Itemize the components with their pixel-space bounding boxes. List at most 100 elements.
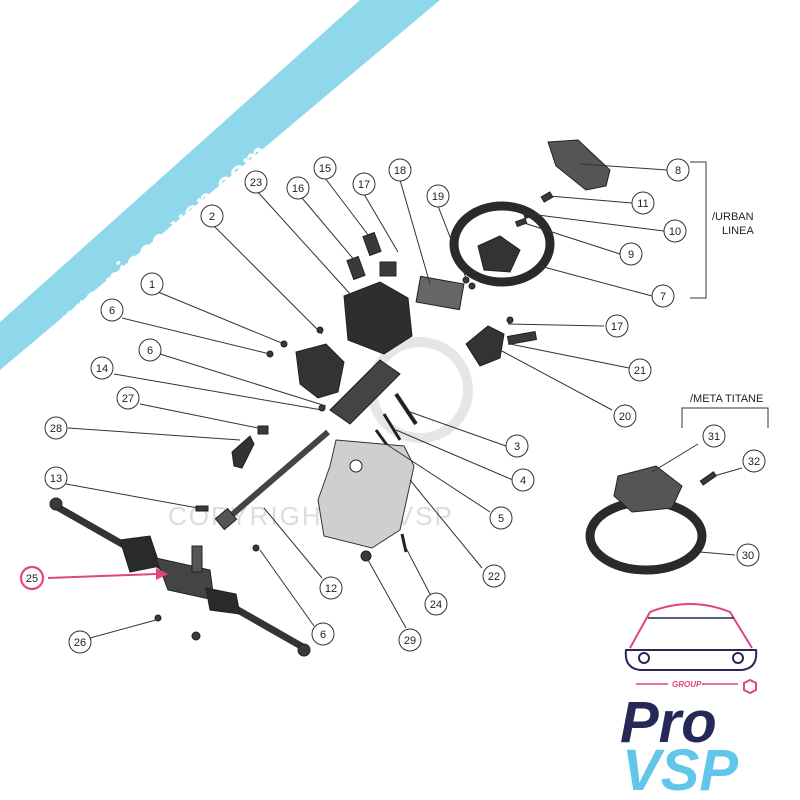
callout-number: 7 <box>660 291 666 303</box>
screw-part <box>699 471 717 486</box>
callout-bubble <box>666 158 690 182</box>
callout-28: 28 <box>44 416 68 440</box>
watermark-text: pro-piece-vsp.com <box>54 137 275 335</box>
screw-part <box>540 191 554 203</box>
callout-number: 17 <box>358 179 370 191</box>
callout-number: 6 <box>109 305 115 317</box>
callout-8: 8 <box>666 158 690 182</box>
bolt-part <box>195 505 209 512</box>
callout-bubble <box>424 592 448 616</box>
leader-lines <box>65 161 769 639</box>
bracket-hole <box>349 459 363 473</box>
leader-6c <box>259 549 315 627</box>
callout-bubble <box>651 284 675 308</box>
ignition-lock-part <box>465 325 505 367</box>
callout-26: 26 <box>68 630 92 654</box>
callout-number: 3 <box>514 441 520 453</box>
group-labels: /URBAN LINEA /META TITANE <box>690 211 763 405</box>
callouts: 8111097151718191623216172161420272834135… <box>19 156 766 654</box>
callout-number: 31 <box>708 431 720 443</box>
bracket-part <box>415 275 465 311</box>
callout-21: 21 <box>628 358 652 382</box>
callout-bubble <box>736 543 760 567</box>
callout-bubble <box>482 564 506 588</box>
callout-number: 6 <box>147 345 153 357</box>
callout-number: 16 <box>292 183 304 195</box>
callout-11: 11 <box>631 191 655 215</box>
callout-bubble <box>628 358 652 382</box>
urban-group-label: /URBAN <box>712 211 754 223</box>
callout-number: 24 <box>430 599 442 611</box>
meta-group-label: /META TITANE <box>690 393 763 405</box>
bolt-part <box>400 533 408 553</box>
callout-18: 18 <box>388 158 412 182</box>
callout-bubble <box>313 156 337 180</box>
callout-22: 22 <box>482 564 506 588</box>
leader-30 <box>699 551 736 556</box>
callout-number: 13 <box>50 473 62 485</box>
leader-23 <box>255 189 353 297</box>
brand-gear-icon <box>743 678 757 695</box>
clip-part <box>257 425 269 435</box>
callout-bubble <box>742 449 766 473</box>
callout-bubble <box>286 176 310 200</box>
bolt-part <box>154 614 162 622</box>
car-outline-icon <box>624 603 758 671</box>
callout-bubble <box>398 628 422 652</box>
callout-27: 27 <box>116 386 140 410</box>
callout-bubble <box>352 172 376 196</box>
callout-number: 28 <box>50 423 62 435</box>
lock-housing-part <box>343 281 413 355</box>
leader-32 <box>713 467 743 477</box>
callout-number: 20 <box>619 411 631 423</box>
leader-4 <box>395 429 514 481</box>
callout-bubble <box>19 565 45 591</box>
callout-number: 12 <box>325 583 337 595</box>
brand-vsp-text: VSP <box>622 738 738 800</box>
callout-number: 1 <box>149 279 155 291</box>
callout-number: 4 <box>520 475 526 487</box>
leader-28 <box>67 427 241 441</box>
callout-25: 25 <box>19 565 45 591</box>
callout-bubble <box>100 298 124 322</box>
leader-31 <box>651 443 699 473</box>
callout-bubble <box>613 404 637 428</box>
callout-19: 19 <box>426 184 450 208</box>
leader-21 <box>509 343 630 369</box>
callout-bubble <box>200 204 224 228</box>
leader-17a <box>363 193 399 253</box>
leader-16 <box>301 197 357 263</box>
shaft-joint-part <box>214 507 238 531</box>
leader-17b <box>507 323 605 327</box>
callout-24: 24 <box>424 592 448 616</box>
callout-10: 10 <box>663 219 687 243</box>
leader-3 <box>409 411 507 447</box>
nut-part <box>360 550 372 562</box>
leader-5 <box>385 443 491 513</box>
switch-part <box>362 231 382 257</box>
callout-number: 8 <box>675 165 681 177</box>
callout-16: 16 <box>286 176 310 200</box>
callout-number: 17 <box>611 321 623 333</box>
leader-12 <box>263 507 323 579</box>
leader-29 <box>367 559 407 629</box>
callout-number: 18 <box>394 165 406 177</box>
callout-bubble <box>319 576 343 600</box>
intermediate-shaft-part <box>224 429 330 523</box>
column-bracket-part <box>317 439 415 549</box>
tie-rod-end <box>49 497 63 511</box>
callout-13: 13 <box>44 466 68 490</box>
leader-2 <box>213 225 323 335</box>
callout-bubble <box>311 622 335 646</box>
callout-bubble <box>619 242 643 266</box>
leader-13 <box>65 483 199 509</box>
callout-bubble <box>489 506 513 530</box>
callout-bubble <box>505 434 529 458</box>
callout-15: 15 <box>313 156 337 180</box>
callout-number: 32 <box>748 456 760 468</box>
brand-pro-text: Pro <box>620 690 717 755</box>
leader-6a <box>121 317 271 355</box>
leader-22 <box>409 479 483 569</box>
leader-18 <box>399 179 431 285</box>
